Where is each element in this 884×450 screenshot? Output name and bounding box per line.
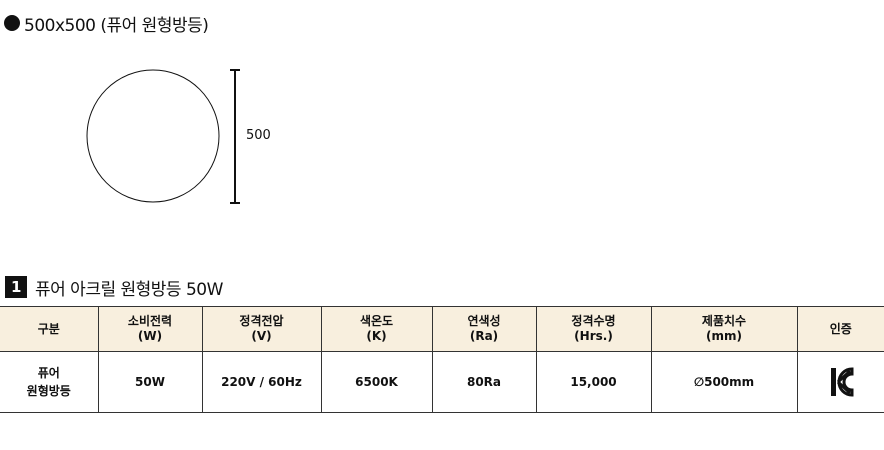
kc-mark-icon	[830, 367, 854, 397]
header-category: 구분	[0, 306, 99, 352]
spec-table: 구분 소비전력(W) 정격전압(V) 색온도(K) 연색성(Ra) 정격수명(H…	[0, 306, 884, 413]
spec-header-row: 구분 소비전력(W) 정격전압(V) 색온도(K) 연색성(Ra) 정격수명(H…	[0, 306, 884, 352]
product-heading: 1 퓨어 아크릴 원형방등 50W	[5, 276, 223, 300]
header-color-temp: 색온도(K)	[320, 306, 433, 352]
header-certification: 인증	[796, 306, 884, 352]
dimension-diagram	[86, 69, 240, 204]
section-title: 500x500 (퓨어 원형방등)	[4, 12, 209, 36]
round-lamp-outline	[86, 69, 220, 203]
cell-certification	[796, 351, 884, 413]
product-name: 퓨어 아크릴 원형방등 50W	[35, 279, 223, 300]
cell-lifetime: 15,000	[535, 351, 652, 413]
dimension-label: 500	[246, 128, 271, 143]
header-dimension: 제품치수(mm)	[650, 306, 798, 352]
section-title-text: 500x500 (퓨어 원형방등)	[24, 15, 209, 36]
header-cri: 연색성(Ra)	[431, 306, 537, 352]
header-power: 소비전력(W)	[97, 306, 203, 352]
cell-color-temp: 6500K	[320, 351, 433, 413]
bullet-dot-icon	[4, 15, 20, 31]
header-voltage: 정격전압(V)	[201, 306, 322, 352]
cell-dimension: ∅500mm	[650, 351, 798, 413]
cell-voltage: 220V / 60Hz	[201, 351, 322, 413]
product-number-badge: 1	[5, 276, 27, 298]
cell-cri: 80Ra	[431, 351, 537, 413]
header-lifetime: 정격수명(Hrs.)	[535, 306, 652, 352]
cell-power: 50W	[97, 351, 203, 413]
